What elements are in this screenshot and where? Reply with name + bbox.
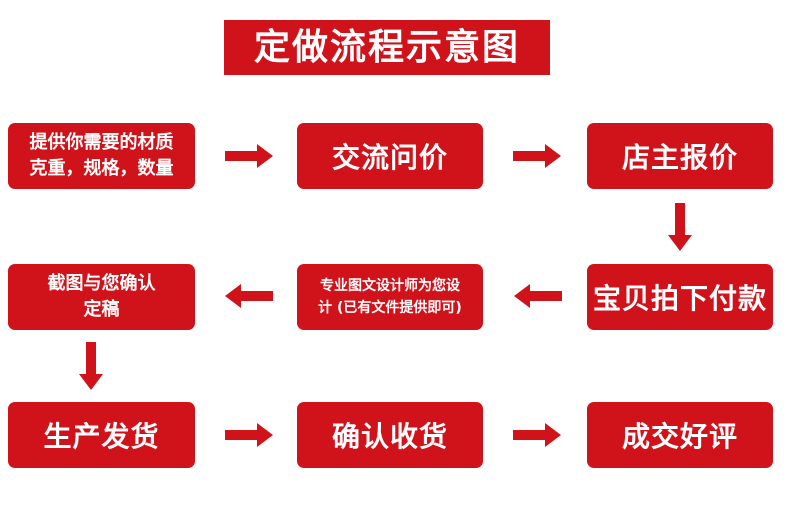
step-produce-ship: 生产发货 bbox=[8, 402, 195, 468]
step-owner-quote-label: 店主报价 bbox=[621, 141, 738, 174]
arrow-icon bbox=[514, 284, 562, 308]
step-owner-quote: 店主报价 bbox=[587, 123, 773, 189]
step-place-order-label: 宝贝拍下付款 bbox=[592, 282, 767, 315]
arrow-icon bbox=[668, 203, 692, 251]
arrow-icon bbox=[513, 423, 561, 447]
step-designer-line1: 专业图文设计师为您设 bbox=[319, 278, 460, 294]
arrow-icon bbox=[225, 284, 273, 308]
step-designer: 专业图文设计师为您设 计 (已有文件提供即可) bbox=[297, 264, 483, 330]
arrow-icon bbox=[225, 144, 273, 168]
step-provide-specs-line1: 提供你需要的材质 bbox=[29, 132, 174, 153]
step-confirm-receipt-label: 确认收货 bbox=[331, 420, 448, 453]
step-inquire-price: 交流问价 bbox=[297, 123, 483, 189]
step-inquire-price-label: 交流问价 bbox=[331, 141, 448, 174]
step-confirm-receipt: 确认收货 bbox=[297, 402, 483, 468]
step-confirm-draft-line2: 定稿 bbox=[83, 299, 120, 320]
step-designer-line2: 计 (已有文件提供即可) bbox=[318, 300, 462, 316]
step-provide-specs: 提供你需要的材质 克重，规格，数量 bbox=[8, 123, 195, 189]
step-confirm-draft-line1: 截图与您确认 bbox=[47, 273, 156, 294]
page-title: 定做流程示意图 bbox=[224, 20, 550, 75]
step-place-order: 宝贝拍下付款 bbox=[587, 264, 773, 330]
step-confirm-draft: 截图与您确认 定稿 bbox=[8, 264, 195, 330]
step-good-review-label: 成交好评 bbox=[621, 420, 738, 453]
arrow-icon bbox=[513, 144, 561, 168]
arrow-icon bbox=[225, 423, 273, 447]
step-produce-ship-label: 生产发货 bbox=[43, 420, 160, 453]
step-good-review: 成交好评 bbox=[587, 402, 773, 468]
step-provide-specs-line2: 克重，规格，数量 bbox=[29, 158, 174, 179]
arrow-icon bbox=[79, 342, 103, 390]
